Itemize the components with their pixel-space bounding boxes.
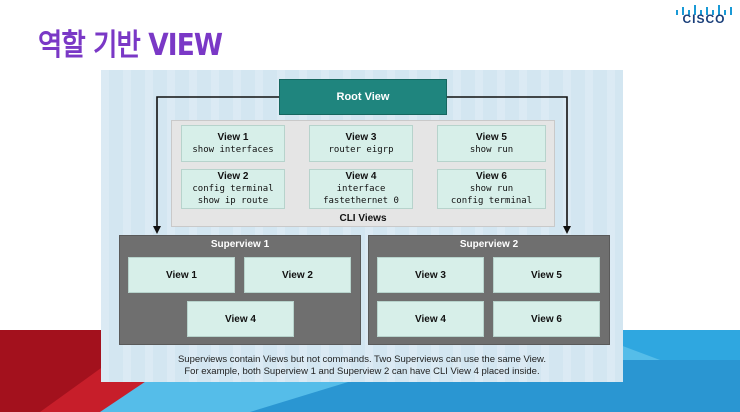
cli-view-name: View 1 xyxy=(217,131,249,143)
cli-view-command: config terminal xyxy=(450,196,533,206)
cli-view-command: router eigrp xyxy=(328,144,394,155)
root-view-box: Root View xyxy=(279,79,447,115)
cli-view-name: View 5 xyxy=(476,131,507,143)
cli-views-label: CLI Views xyxy=(339,213,387,224)
superview-2: Superview 2 View 3 View 5 View 4 View 6 xyxy=(368,235,610,345)
cli-view-1: View 1 show interfaces xyxy=(181,125,285,162)
cli-view-name: View 4 xyxy=(345,171,377,182)
cisco-bridge-icon xyxy=(676,5,732,15)
connector-arrows xyxy=(153,96,571,234)
superview-2-view-3: View 3 xyxy=(377,257,484,293)
superview-1: Superview 1 View 1 View 2 View 4 xyxy=(119,235,361,345)
cli-view-2: View 2 config terminal show ip route xyxy=(181,169,285,209)
cli-view-command: show ip route xyxy=(197,196,269,206)
cli-view-command: fastethernet 0 xyxy=(323,196,399,206)
cli-view-command: interface xyxy=(336,184,386,194)
superview-title: Superview 2 xyxy=(459,239,519,250)
superview-1-view-1: View 1 xyxy=(128,257,235,293)
superview-2-view-5: View 5 xyxy=(493,257,600,293)
caption-line-2: For example, both Superview 1 and Superv… xyxy=(184,366,540,377)
arrow-to-superview-1 xyxy=(153,96,279,234)
cli-view-name: View 2 xyxy=(217,171,249,182)
cisco-logo-text: CISCO xyxy=(682,12,726,26)
caption-line-1: Superviews contain Views but not command… xyxy=(177,354,547,365)
cli-view-6: View 6 show run config terminal xyxy=(437,169,546,209)
role-based-view-diagram: Root View CLI Views View 1 show interfac… xyxy=(101,70,623,382)
superview-title: Superview 1 xyxy=(210,239,270,250)
diagram-caption: Superviews contain Views but not command… xyxy=(101,354,623,378)
cli-view-4: View 4 interface fastethernet 0 xyxy=(309,169,413,209)
arrow-to-superview-2 xyxy=(447,96,571,234)
superview-1-view-2: View 2 xyxy=(244,257,351,293)
cli-view-name: View 6 xyxy=(476,171,507,182)
superview-2-view-6: View 6 xyxy=(493,301,600,337)
cli-view-name: View 3 xyxy=(345,131,377,143)
page-title: 역할 기반 VIEW xyxy=(38,28,223,63)
cli-view-command: show run xyxy=(469,184,514,194)
cli-view-3: View 3 router eigrp xyxy=(309,125,413,162)
cli-view-5: View 5 show run xyxy=(437,125,546,162)
superview-2-view-4: View 4 xyxy=(377,301,484,337)
cli-view-command: config terminal xyxy=(192,184,274,194)
superview-1-view-4: View 4 xyxy=(187,301,294,337)
cisco-logo: CISCO xyxy=(672,2,736,28)
cli-view-command: show interfaces xyxy=(192,144,274,155)
cli-view-command: show run xyxy=(469,144,514,155)
